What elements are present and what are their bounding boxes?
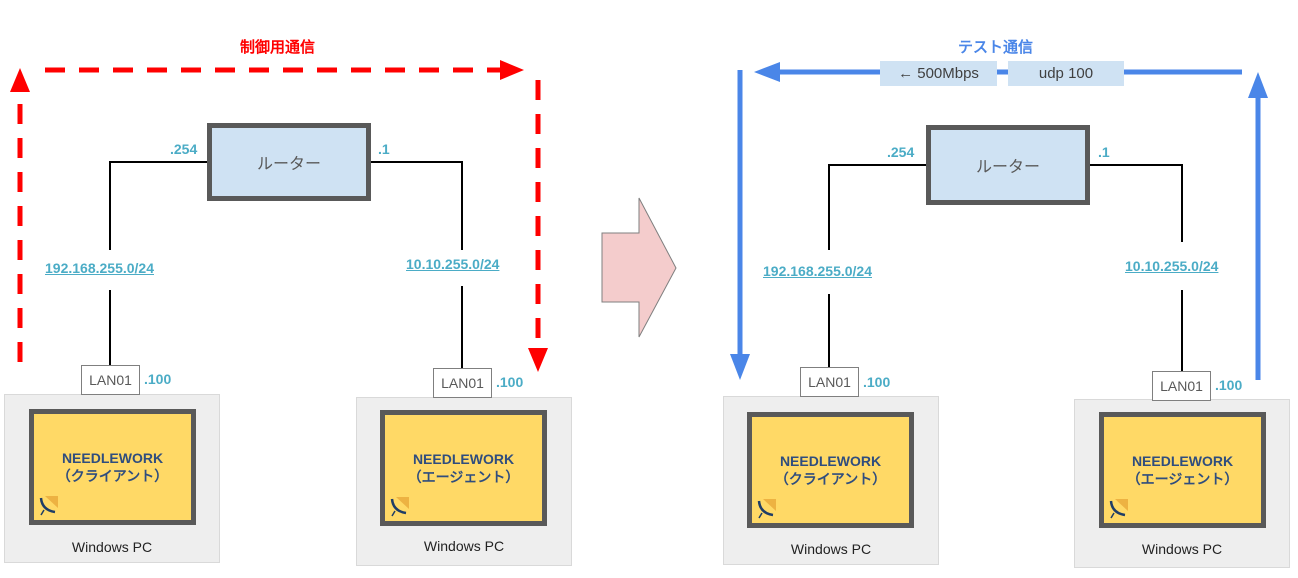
left-client-network[interactable]: 192.168.255.0/24 [45,260,154,276]
satellite-dish-icon [1109,499,1128,519]
right-client-app-name: NEEDLEWORK [779,453,882,469]
test-flow-left-arrowhead [754,62,780,82]
left-client-app-role: （クライアント） [56,468,169,484]
right-agent-network[interactable]: 10.10.255.0/24 [1125,258,1219,274]
left-client-host: Windows PC [71,539,153,555]
left-router[interactable]: ルーター [207,123,371,201]
right-router-right-ip: .1 [1098,144,1110,160]
right-agent-port[interactable]: LAN01 [1152,371,1211,401]
transition-arrow [601,197,677,338]
right-client-host: Windows PC [790,541,872,557]
right-router[interactable]: ルーター [926,125,1090,205]
left-router-left-ip: .254 [170,141,198,157]
test-flow-down-arrowhead [730,354,750,380]
right-agent-pc[interactable]: NEEDLEWORK （エージェント） Windows PC [1074,399,1290,568]
right-client-ip: .100 [863,374,891,390]
test-flow-path [737,69,1261,380]
left-router-label: ルーター [256,156,321,173]
control-flow-title: 制御用通信 [240,39,316,56]
left-client-link [109,161,208,250]
satellite-dish-icon [39,496,58,516]
left-agent-pc[interactable]: NEEDLEWORK （エージェント） Windows PC [356,397,572,566]
left-agent-app-role: （エージェント） [407,469,520,485]
test-flow-title: テスト通信 [958,39,1034,56]
left-client-ip: .100 [144,371,172,387]
right-client-app-role: （クライアント） [774,471,887,487]
left-agent-port[interactable]: LAN01 [433,368,492,398]
control-flow-right-arrowhead [500,60,524,80]
left-agent-ip: .100 [496,374,524,390]
right-agent-app-name: NEEDLEWORK [1131,453,1234,469]
right-client-port[interactable]: LAN01 [800,367,859,397]
right-client-pc[interactable]: NEEDLEWORK （クライアント） Windows PC [723,396,939,565]
left-agent-host: Windows PC [423,538,505,554]
control-flow-path [17,67,541,362]
left-client-pc[interactable]: NEEDLEWORK （クライアント） Windows PC [4,394,220,563]
left-agent-app-name: NEEDLEWORK [412,451,515,467]
control-flow-down-arrowhead [528,348,548,372]
right-agent-app-role: （エージェント） [1126,471,1239,487]
right-router-label: ルーター [975,159,1040,176]
right-agent-app[interactable]: NEEDLEWORK （エージェント） [1099,412,1266,528]
satellite-dish-icon [390,497,409,517]
right-router-left-ip: .254 [887,144,915,160]
left-client-app-name: NEEDLEWORK [61,450,164,466]
right-agent-host: Windows PC [1141,541,1223,557]
protocol-tag: udp 100 [1008,61,1124,86]
left-agent-app[interactable]: NEEDLEWORK （エージェント） [380,410,547,526]
left-agent-network[interactable]: 10.10.255.0/24 [406,256,500,272]
right-client-app[interactable]: NEEDLEWORK （クライアント） [747,412,914,528]
left-client-app[interactable]: NEEDLEWORK （クライアント） [29,409,196,525]
right-agent-ip: .100 [1215,377,1243,393]
right-client-link [828,164,927,250]
right-agent-link [1089,164,1183,242]
left-router-right-ip: .1 [378,141,390,157]
right-client-network[interactable]: 192.168.255.0/24 [763,263,872,279]
left-client-port[interactable]: LAN01 [81,365,140,395]
left-agent-link [370,161,463,250]
control-flow-up-arrowhead [10,68,30,92]
test-flow-up-arrowhead [1248,72,1268,98]
satellite-dish-icon [757,499,776,519]
bandwidth-tag: ← 500Mbps [880,61,997,86]
